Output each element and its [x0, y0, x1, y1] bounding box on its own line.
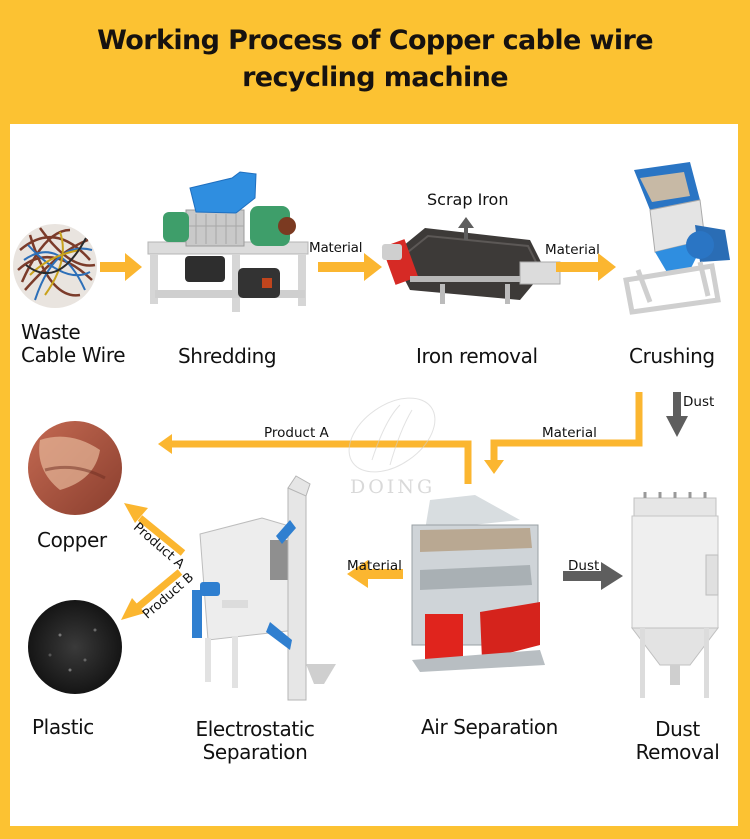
label-scrap-iron: Scrap Iron — [427, 190, 508, 209]
arrow-electrostatic-to-copper — [137, 515, 186, 556]
arrow-iron-to-crushing — [556, 253, 616, 281]
plastic-granules-image — [28, 600, 122, 694]
shredder-machine-image — [147, 171, 309, 312]
process-panel — [10, 124, 738, 826]
stage-electrostatic-separation: Electrostatic Separation — [180, 718, 330, 764]
stage-crushing: Crushing — [629, 344, 715, 368]
arrow-head-air-in — [484, 460, 504, 474]
arrow-waste-to-shredding — [100, 253, 142, 281]
doing-logo-watermark — [348, 397, 436, 473]
arrow-air-to-copper-product-a — [172, 440, 472, 484]
label-dust-1: Dust — [683, 394, 714, 410]
arrow-electrostatic-to-plastic — [135, 569, 183, 610]
stage-electrostatic-line1: Electrostatic — [195, 717, 315, 741]
arrow-head-plastic — [121, 598, 145, 620]
stage-air-separation: Air Separation — [421, 715, 558, 739]
arrow-crushing-to-air-separation — [490, 392, 643, 462]
label-material-2: Material — [545, 242, 600, 258]
label-dust-2: Dust — [568, 558, 599, 574]
stage-iron-removal: Iron removal — [416, 344, 538, 368]
stage-electrostatic-line2: Separation — [202, 740, 308, 764]
crusher-machine-image — [623, 162, 730, 315]
dust-removal-machine-image — [630, 492, 720, 698]
stage-copper: Copper — [37, 528, 107, 552]
arrow-head-copper — [124, 503, 148, 523]
iron-removal-machine-image — [381, 228, 561, 304]
waste-cable-wire-image — [13, 224, 97, 308]
watermark-text: DOING — [350, 476, 436, 498]
stage-dust-line2: Removal — [635, 740, 720, 764]
stage-waste-line1: Waste — [21, 320, 81, 344]
stage-shredding: Shredding — [178, 344, 277, 368]
arrow-shredding-to-iron — [318, 253, 382, 281]
label-material-4: Material — [347, 558, 402, 574]
diagram-title: Working Process of Copper cable wire rec… — [0, 22, 750, 96]
title-line-2: recycling machine — [242, 62, 508, 93]
stage-waste-line2: Cable Wire — [21, 343, 126, 367]
label-material-3: Material — [542, 425, 597, 441]
arrow-head-product-a — [158, 434, 172, 454]
arrow-air-to-electrostatic — [347, 560, 403, 588]
copper-granules-image — [28, 421, 122, 515]
stage-plastic: Plastic — [32, 715, 94, 739]
title-line-1: Working Process of Copper cable wire — [97, 25, 653, 56]
stage-dust-line1: Dust — [655, 717, 700, 741]
arrow-air-to-dust-removal — [563, 562, 623, 590]
label-product-a-top: Product A — [264, 425, 330, 441]
arrow-crushing-dust-down — [666, 392, 688, 437]
stage-dust-removal: Dust Removal — [620, 718, 735, 764]
arrow-scrap-iron-up — [458, 217, 474, 240]
air-separation-machine-image — [411, 495, 545, 672]
electrostatic-separator-image — [192, 475, 336, 701]
stage-waste-cable-wire: Waste Cable Wire — [21, 320, 126, 367]
label-material-1: Material — [309, 240, 362, 256]
